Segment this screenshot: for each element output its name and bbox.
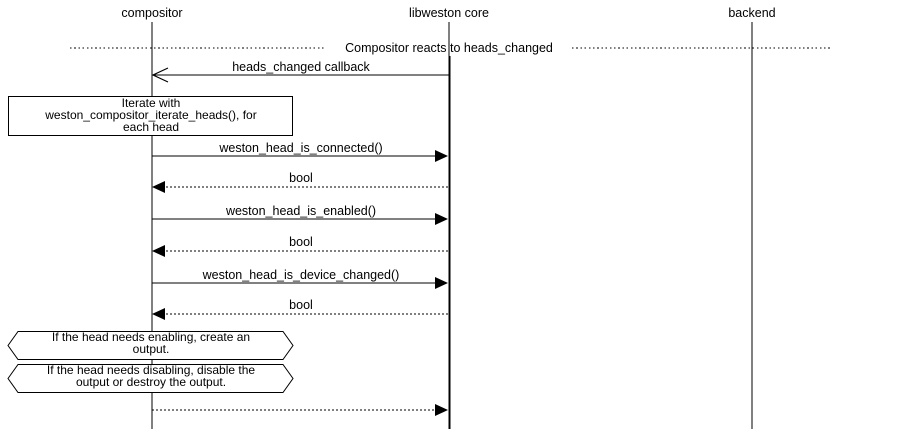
message-heads-changed-callback[interactable]: heads_changed callback [151, 60, 449, 83]
message-arrowhead-5 [435, 277, 448, 289]
message-arrowhead-6 [152, 308, 165, 320]
message-weston-head-is-device-changed[interactable]: weston_head_is_device_changed() [152, 268, 448, 289]
message-arrowhead-0 [151, 67, 169, 83]
fragment-enable-output: If the head needs enabling, create an ou… [7, 330, 294, 360]
note-iterate-heads-line-1: Iterate with [122, 96, 181, 110]
message-arrowhead-4 [152, 245, 165, 257]
message-bool-2[interactable]: bool [152, 235, 449, 257]
message-label-3: weston_head_is_enabled() [225, 204, 376, 218]
message-label-5: weston_head_is_device_changed() [202, 268, 400, 282]
message-final-dotted[interactable] [152, 404, 448, 416]
fragment-disable-output-shape [7, 364, 294, 393]
message-arrowhead-3 [435, 213, 448, 225]
message-label-1: weston_head_is_connected() [218, 141, 382, 155]
lifeline-compositor[interactable]: compositor [121, 6, 183, 429]
message-weston-head-is-enabled[interactable]: weston_head_is_enabled() [152, 204, 448, 225]
note-iterate-heads-box [8, 96, 293, 136]
fragment-disable-output-line-2: output or destroy the output. [76, 375, 226, 389]
note-iterate-heads: Iterate with weston_compositor_iterate_h… [8, 96, 293, 136]
message-bool-3[interactable]: bool [152, 298, 449, 320]
message-bool-1[interactable]: bool [152, 171, 449, 193]
message-label-2: bool [289, 171, 313, 185]
fragment-enable-output-line-2: output. [133, 342, 170, 356]
note-iterate-heads-line-2: weston_compositor_iterate_heads(), for [44, 108, 256, 122]
message-arrowhead-2 [152, 181, 165, 193]
message-arrowhead-7 [435, 404, 448, 416]
lifeline-backend[interactable]: backend [728, 6, 776, 429]
message-weston-head-is-connected[interactable]: weston_head_is_connected() [152, 141, 448, 162]
fragment-enable-output-line-1: If the head needs enabling, create an [52, 330, 250, 344]
fragment-disable-output-line-1: If the head needs disabling, disable the [47, 363, 255, 377]
fragment-disable-output: If the head needs disabling, disable the… [7, 363, 294, 393]
lifeline-libweston-core[interactable]: libweston core [409, 6, 489, 429]
lifeline-label-libweston-core: libweston core [409, 6, 489, 20]
message-label-6: bool [289, 298, 313, 312]
divider-compositor-reacts: Compositor reacts to heads_changed [70, 41, 830, 55]
divider-label: Compositor reacts to heads_changed [345, 41, 553, 55]
lifeline-label-backend: backend [728, 6, 775, 20]
fragment-enable-output-shape [7, 331, 294, 360]
lifeline-label-compositor: compositor [121, 6, 182, 20]
note-iterate-heads-line-3: each head [123, 120, 179, 134]
message-label-4: bool [289, 235, 313, 249]
message-label-0: heads_changed callback [232, 60, 370, 74]
message-arrowhead-1 [435, 150, 448, 162]
